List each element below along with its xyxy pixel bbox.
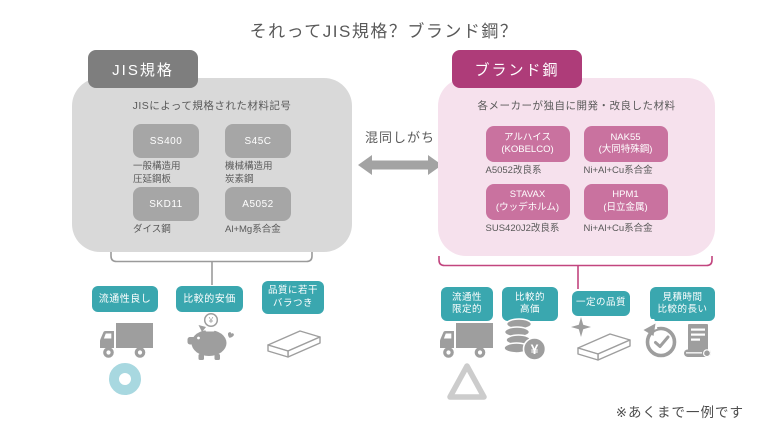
material-card: アルハイス (KOBELCO) A5052改良系 — [485, 126, 570, 178]
jis-tab: JIS規格 — [88, 50, 198, 88]
feature-chip: 比較的 高価 — [502, 287, 558, 321]
material-desc: Ni+Al+Cu系合金 — [583, 165, 653, 176]
jis-material-grid: SS400 一般構造用 圧延鋼板 S45C 機械構造用 炭素鋼 SKD11 ダイ… — [72, 124, 352, 250]
material-code: STAVAX (ウッデホルム) — [485, 183, 570, 220]
brand-panel: ブランド鋼 各メーカーが独自に開発・改良した材料 アルハイス (KOBELCO)… — [438, 50, 715, 256]
yen-symbol: ¥ — [531, 341, 539, 357]
sparkle-block-icon — [570, 317, 632, 366]
clock-arrow-icon — [640, 318, 716, 368]
brand-material-grid: アルハイス (KOBELCO) A5052改良系 NAK55 (大同特殊鋼) N… — [438, 126, 715, 235]
brand-bracket — [438, 256, 714, 295]
material-code: NAK55 (大同特殊鋼) — [583, 126, 668, 162]
material-card: A5052 Al+Mg系合金 — [225, 187, 291, 250]
material-desc: 一般構造用 圧延鋼板 — [133, 161, 181, 185]
material-code: HPM1 (日立金属) — [583, 183, 668, 220]
footnote: ※あくまで一例です — [615, 405, 744, 420]
material-code: A5052 — [225, 187, 291, 221]
material-card: STAVAX (ウッデホルム) SUS420J2改良系 — [485, 183, 570, 236]
feature-chip: 流通性良し — [92, 286, 158, 312]
page-title: それってJIS規格？ブランド鋼？ — [249, 22, 519, 41]
material-card: S45C 機械構造用 炭素鋼 — [225, 124, 291, 187]
jis-bracket — [110, 252, 314, 291]
feature-chip: 一定の品質 — [572, 291, 630, 316]
piggy-bank-icon: ¥ — [182, 312, 236, 367]
material-desc: ダイス鋼 — [133, 224, 171, 235]
jis-subtitle: JISによって規格された材料記号 — [132, 100, 292, 112]
truck-icon — [97, 321, 155, 366]
feature-chip: 流通性 限定的 — [441, 287, 493, 321]
document-icon — [684, 324, 711, 358]
double-headed-arrow-icon — [357, 152, 443, 183]
feature-chip: 見積時間 比較的長い — [650, 287, 715, 321]
material-code: SS400 — [133, 124, 199, 158]
truck-icon — [437, 321, 495, 366]
material-desc: 機械構造用 炭素鋼 — [225, 161, 273, 185]
material-card: SS400 一般構造用 圧延鋼板 — [133, 124, 199, 187]
material-desc: SUS420J2改良系 — [485, 222, 560, 234]
material-desc: Al+Mg系合金 — [225, 224, 281, 235]
steel-block-icon — [266, 326, 322, 363]
circle-good-icon — [109, 363, 141, 395]
material-card: HPM1 (日立金属) Ni+Al+Cu系合金 — [583, 183, 668, 236]
feature-chip: 比較的安価 — [176, 286, 243, 312]
confusion-label: 混同しがち — [364, 130, 435, 145]
brand-subtitle: 各メーカーが独自に開発・改良した材料 — [477, 100, 676, 112]
yen-symbol: ¥ — [208, 316, 214, 325]
material-code: SKD11 — [133, 187, 199, 221]
brand-tab: ブランド鋼 — [452, 50, 582, 88]
material-card: SKD11 ダイス鋼 — [133, 187, 199, 250]
material-desc: Ni+Al+Cu系合金 — [583, 222, 653, 234]
material-desc: A5052改良系 — [485, 165, 542, 176]
coin-stack-icon: ¥ — [501, 317, 549, 368]
feature-chip: 品質に若干 バラつき — [262, 281, 324, 314]
triangle-limited-icon — [446, 361, 488, 406]
material-code: S45C — [225, 124, 291, 158]
material-code: アルハイス (KOBELCO) — [485, 126, 570, 162]
material-card: NAK55 (大同特殊鋼) Ni+Al+Cu系合金 — [583, 126, 668, 178]
jis-panel: JIS規格 JISによって規格された材料記号 SS400 一般構造用 圧延鋼板 … — [72, 50, 352, 252]
